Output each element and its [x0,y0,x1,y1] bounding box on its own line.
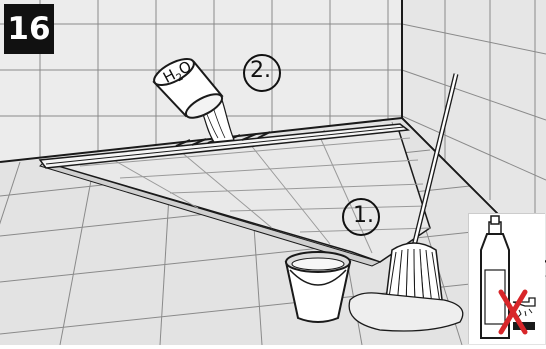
no-aggressive-cleaner-icon [469,214,545,344]
bucket [286,252,350,322]
step-number-badge: 16 [4,4,54,54]
callout-step-mop: 1. [340,196,386,238]
cleaner-warning-inset [468,213,545,344]
callout-step-rinse: 2. [241,52,285,92]
callout-label: 1. [353,202,374,230]
callout-label: 2. [250,57,271,85]
